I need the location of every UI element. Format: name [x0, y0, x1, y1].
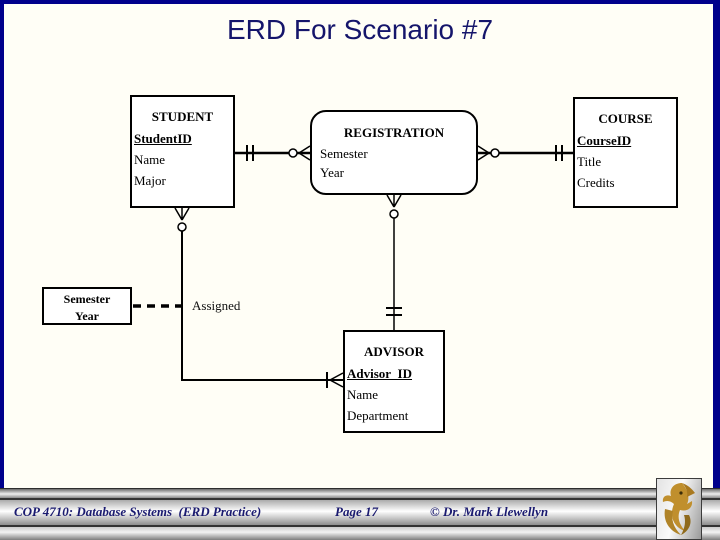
- cardinality-optional-circle: [389, 209, 399, 219]
- entity-course-attr: Credits: [577, 175, 615, 190]
- footer-course-label: COP 4710: Database Systems (ERD Practice…: [14, 504, 262, 519]
- entity-student-name: STUDENT: [151, 109, 214, 124]
- crow-foot-many: [298, 145, 311, 161]
- slide-footer: COP 4710: Database Systems (ERD Practice…: [0, 488, 720, 540]
- relationship-attribute-line: Semester: [63, 292, 111, 306]
- relationship-label: Assigned: [192, 298, 241, 313]
- relationship-attribute-line: Year: [75, 309, 99, 323]
- entity-advisor: ADVISOR Advisor_ID Name Department: [343, 330, 445, 433]
- entity-student-key-attr: StudentID: [134, 131, 192, 146]
- connector-registration-course: [477, 145, 573, 161]
- relationship-attribute-box: Semester Year: [42, 287, 132, 325]
- entity-registration: REGISTRATION Semester Year: [310, 110, 478, 195]
- entity-advisor-name: ADVISOR: [364, 344, 424, 359]
- entity-course-attr: Title: [577, 154, 602, 169]
- entity-student-attr: Name: [134, 152, 166, 167]
- cardinality-optional-circle: [288, 148, 298, 158]
- crow-foot-many: [477, 145, 490, 161]
- entity-student-attr: Major: [134, 173, 166, 188]
- logo-panel: [656, 478, 702, 540]
- crow-foot-many: [386, 194, 402, 208]
- slide-border-left: [0, 0, 4, 490]
- entity-registration-name: REGISTRATION: [343, 125, 445, 140]
- entity-course-name: COURSE: [598, 111, 653, 126]
- connector-registration-advisor: [386, 194, 402, 330]
- slide-border-right: [713, 0, 720, 490]
- crow-foot-many: [174, 207, 190, 221]
- cardinality-optional-circle: [490, 148, 500, 158]
- entity-registration-attr: Year: [320, 165, 344, 180]
- footer-band-bottom: [0, 527, 720, 540]
- footer-band-top: [0, 488, 720, 500]
- footer-page-number: Page 17: [335, 504, 378, 519]
- crow-foot-many: [329, 372, 344, 388]
- entity-course: COURSE CourseID Title Credits: [573, 97, 678, 208]
- entity-advisor-attr: Department: [347, 408, 409, 423]
- ucf-pegasus-icon: [662, 483, 695, 535]
- entity-student: STUDENT StudentID Name Major: [130, 95, 235, 208]
- slide-border-top: [0, 0, 720, 4]
- entity-advisor-attr: Name: [347, 387, 379, 402]
- entity-advisor-key-attr: Advisor_ID: [347, 366, 413, 381]
- entity-registration-attr: Semester: [320, 146, 368, 161]
- page-title: ERD For Scenario #7: [226, 14, 494, 45]
- footer-copyright: © Dr. Mark Llewellyn: [430, 504, 549, 519]
- cardinality-optional-circle: [177, 222, 187, 232]
- connector-student-registration: [235, 145, 311, 161]
- footer-band-main: COP 4710: Database Systems (ERD Practice…: [0, 500, 720, 527]
- entity-course-key-attr: CourseID: [577, 133, 632, 148]
